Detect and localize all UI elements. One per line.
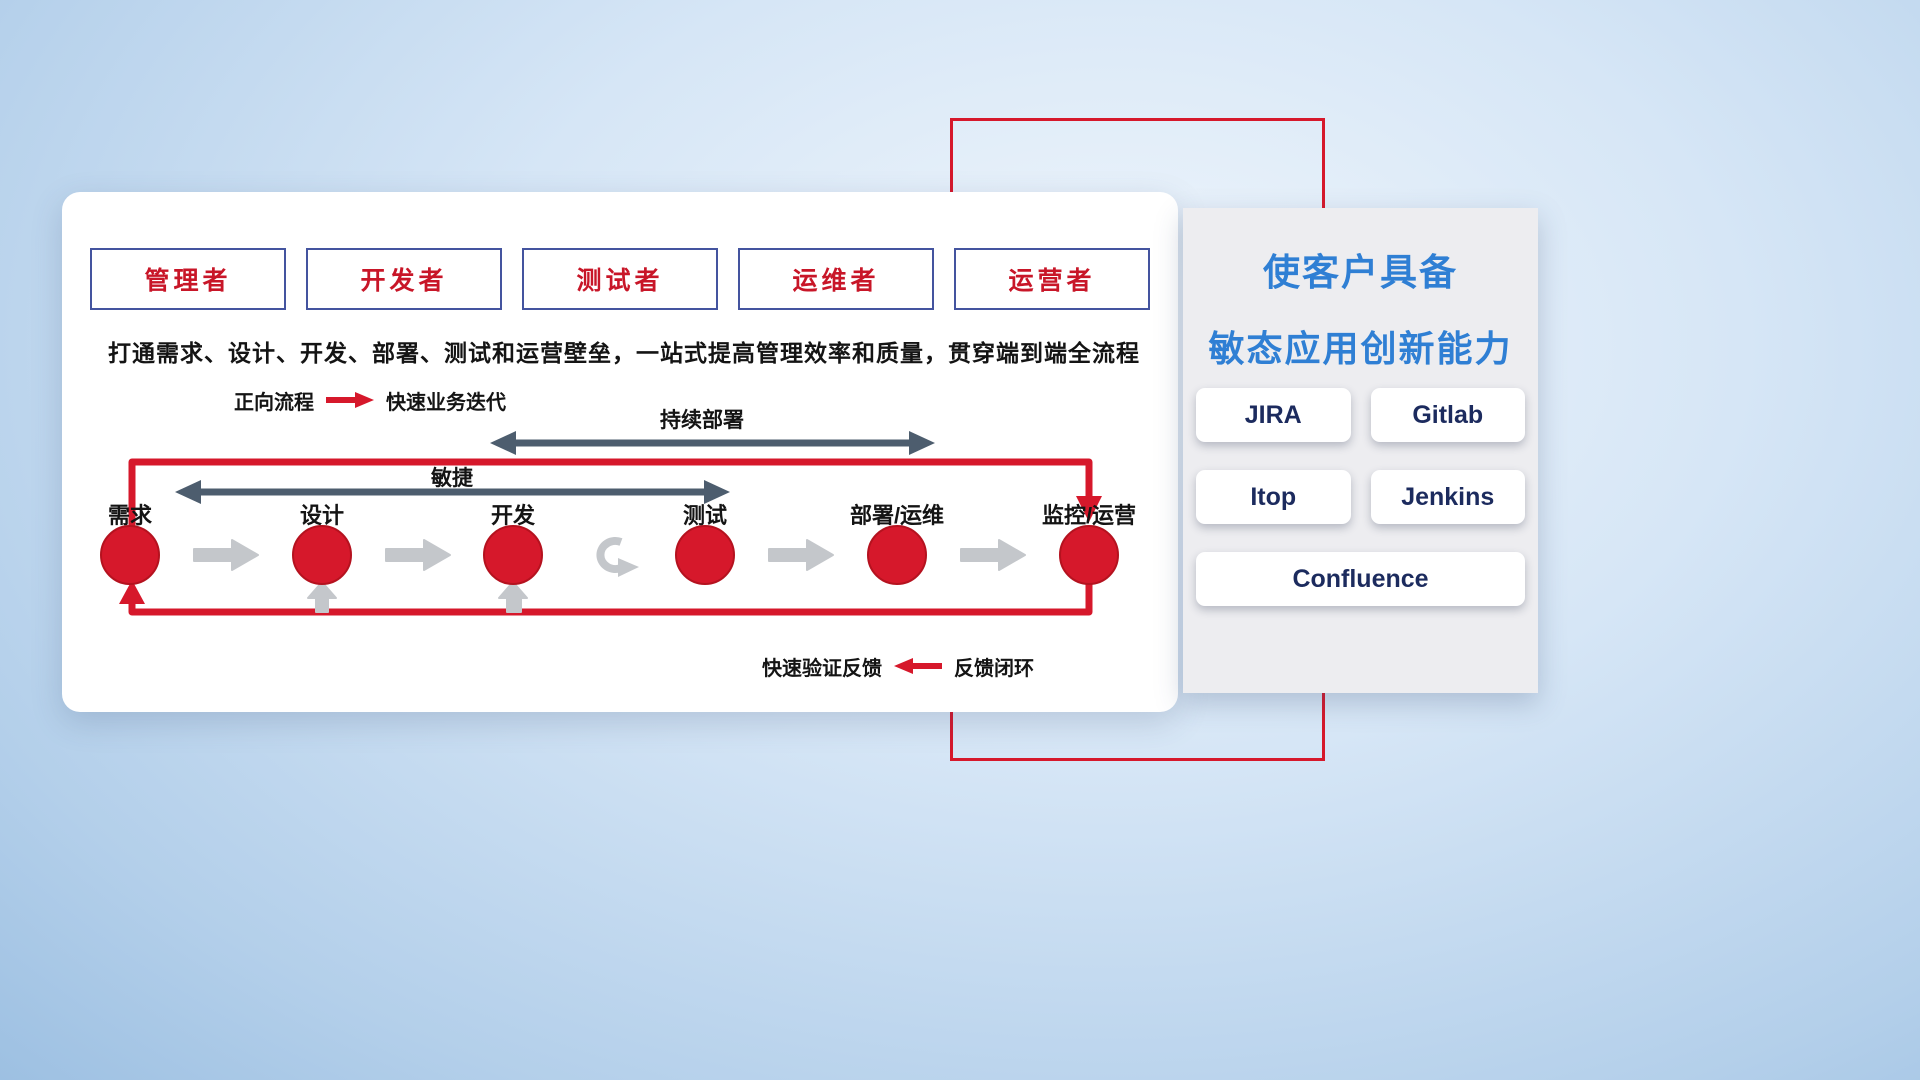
flow-description: 打通需求、设计、开发、部署、测试和运营壁垒，一站式提高管理效率和质量，贯穿端到端… <box>108 340 1140 366</box>
feedback-up-arrow-icons <box>307 581 528 613</box>
tool-chip-confluence: Confluence <box>1196 552 1525 606</box>
role-label-ops: 运维者 <box>792 267 880 295</box>
role-label-tester: 测试者 <box>576 267 664 295</box>
stage-node-design <box>292 525 352 585</box>
stage-arrow-icon <box>960 539 1026 571</box>
tool-chip-gitlab: Gitlab <box>1370 388 1525 442</box>
tool-chip-jenkins: Jenkins <box>1370 470 1525 524</box>
role-label-developer: 开发者 <box>360 267 448 295</box>
role-box-ops: 运维者 <box>738 248 934 310</box>
feedback-arrow-icon <box>894 658 942 674</box>
forward-arrow-icon <box>326 392 374 408</box>
agile-label: 敏捷 <box>431 467 473 490</box>
stage-label-monitor-operations: 监控/运营 <box>1041 503 1137 528</box>
panel-title-line1: 使客户具备 <box>1263 252 1458 293</box>
stage-label-development: 开发 <box>490 503 535 528</box>
roles-row: 管理者 开发者 测试者 运维者 运营者 <box>90 248 1150 310</box>
iteration-loop-icon <box>596 537 639 577</box>
stage-arrow-icon <box>193 539 259 571</box>
continuous-deploy-label: 持续部署 <box>660 409 744 432</box>
stage-arrow-icon <box>768 539 834 571</box>
stage-node-monitor-operations <box>1059 525 1119 585</box>
up-arrow-icon <box>498 581 528 613</box>
stage-node-testing <box>675 525 735 585</box>
tools-grid: JIRA Gitlab Itop Jenkins Confluence <box>1196 388 1525 606</box>
legend-feedback-desc: 快速验证反馈 <box>762 657 882 680</box>
role-box-developer: 开发者 <box>306 248 502 310</box>
stage-label-deploy-ops: 部署/运维 <box>849 503 945 528</box>
stage-label-requirements: 需求 <box>107 503 152 528</box>
stage-arrow-icon <box>385 539 451 571</box>
role-box-operator: 运营者 <box>954 248 1150 310</box>
stage-node-development <box>483 525 543 585</box>
capability-panel: 使客户具备 敏态应用创新能力 JIRA Gitlab Itop Jenkins … <box>1183 208 1538 693</box>
legend-forward: 正向流程 快速业务迭代 <box>234 386 506 414</box>
legend-forward-label: 正向流程 <box>234 391 314 414</box>
continuous-deploy-double-arrow <box>490 431 935 455</box>
legend-feedback-label: 反馈闭环 <box>954 657 1034 680</box>
stage-nodes <box>100 525 1119 585</box>
tool-chip-jira: JIRA <box>1196 388 1351 442</box>
legend-forward-desc: 快速业务迭代 <box>386 391 506 414</box>
role-label-operator: 运营者 <box>1008 267 1096 295</box>
agile-double-arrow <box>175 480 730 504</box>
up-arrow-icon <box>307 581 337 613</box>
role-box-tester: 测试者 <box>522 248 718 310</box>
legend-feedback: 快速验证反馈 反馈闭环 <box>762 652 1034 680</box>
flow-diagram-graphics <box>100 431 1119 616</box>
stage-node-requirements <box>100 525 160 585</box>
feedback-loop-line <box>119 580 1093 616</box>
forward-loop-line <box>128 458 1102 530</box>
stage-label-testing: 测试 <box>682 503 727 528</box>
panel-title-line2: 敏态应用创新能力 <box>1208 328 1513 369</box>
devops-flow-card: 管理者 开发者 测试者 运维者 运营者 打通需求、设计、开发、部署、测试和运营壁… <box>62 192 1178 712</box>
stage-arrow-icons <box>193 539 1026 571</box>
stage-label-design: 设计 <box>299 503 344 528</box>
stage-node-deploy-ops <box>867 525 927 585</box>
tool-chip-itop: Itop <box>1196 470 1351 524</box>
role-label-manager: 管理者 <box>144 267 232 295</box>
role-box-manager: 管理者 <box>90 248 286 310</box>
